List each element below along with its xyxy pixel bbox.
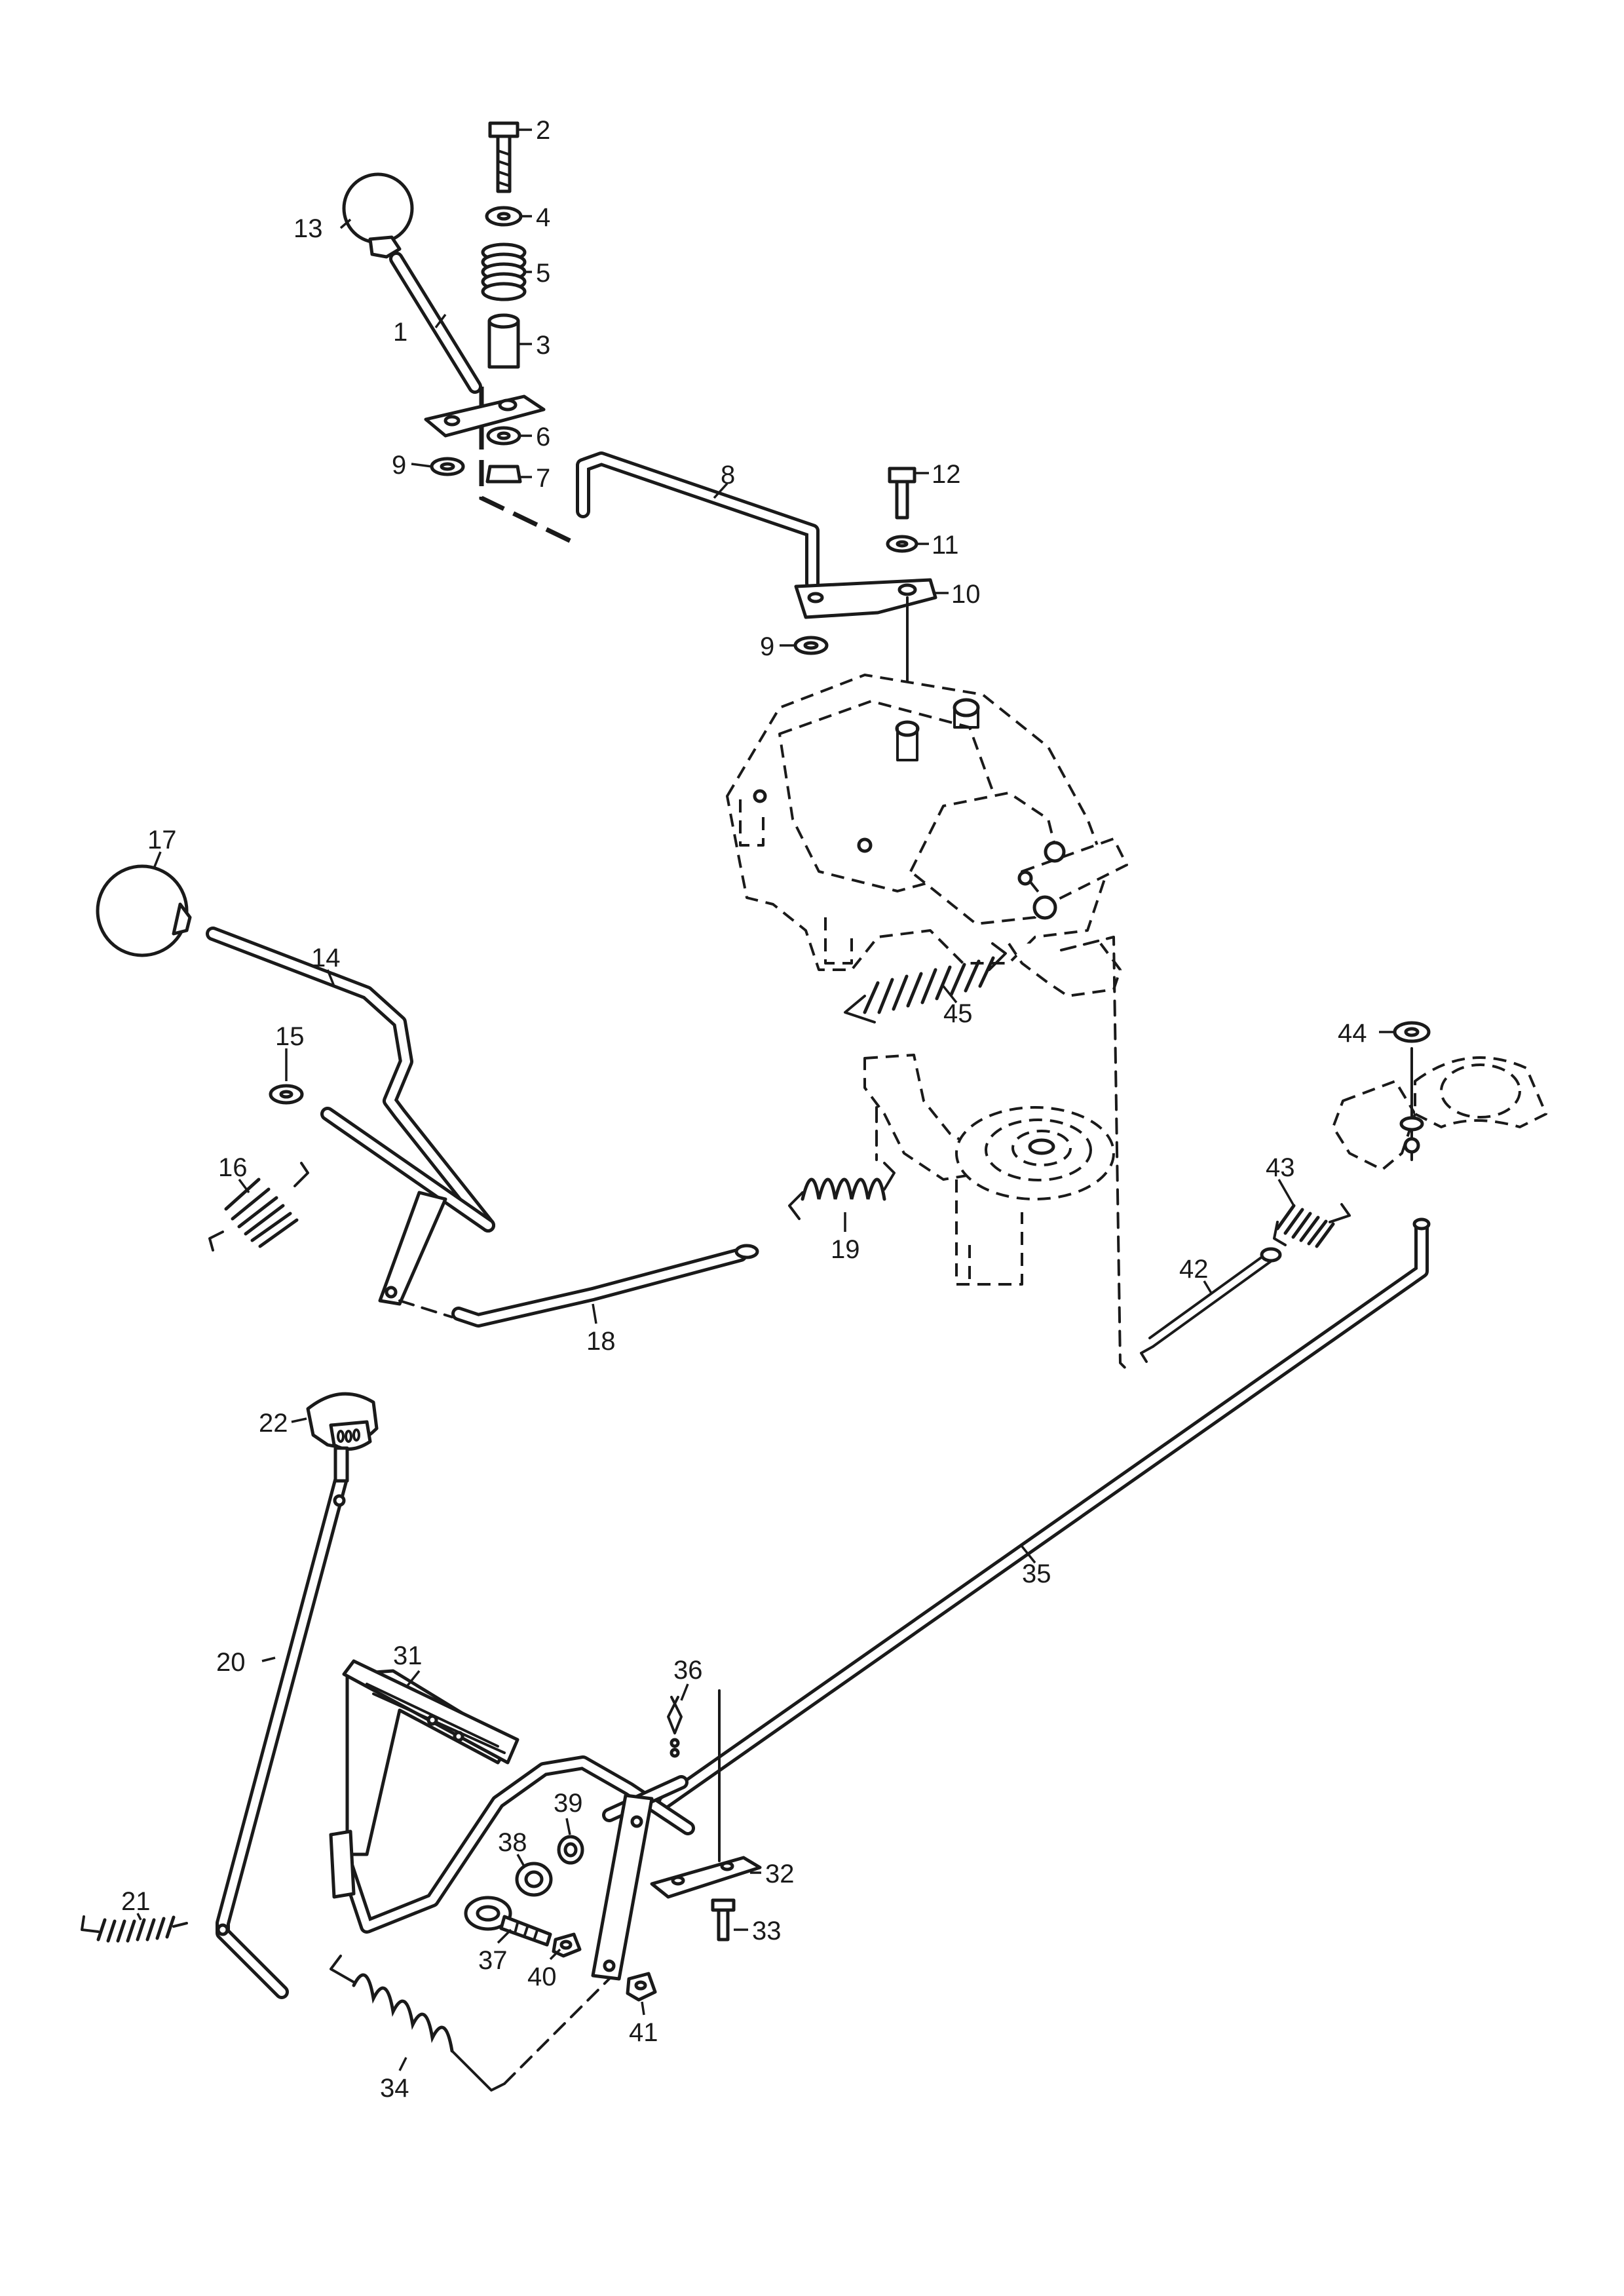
callout-40: 40 [527, 1962, 557, 1991]
callout-20: 20 [216, 1648, 246, 1677]
callout-39: 39 [554, 1789, 583, 1818]
pedal-31-pad [342, 1659, 519, 1765]
callout-45: 45 [943, 999, 973, 1028]
bushing-38 [515, 1862, 553, 1897]
callout-1: 1 [393, 318, 407, 347]
callout-15: 15 [275, 1022, 305, 1051]
rod-35 [658, 1217, 1431, 1809]
callout-37: 37 [478, 1946, 508, 1975]
callout-17: 17 [147, 826, 177, 854]
eyebolt-37 [464, 1896, 552, 1947]
callout-16: 16 [218, 1153, 248, 1182]
callout-4: 4 [536, 203, 550, 232]
spring-19 [788, 1162, 896, 1220]
clip-44 [1393, 1021, 1431, 1043]
callout-42: 42 [1179, 1255, 1209, 1284]
leader-lines [136, 128, 1394, 2071]
shift-knob [342, 172, 414, 244]
callout-9-upper: 9 [392, 451, 406, 480]
callout-10: 10 [951, 580, 981, 609]
lever-bracket-plate [424, 394, 546, 438]
knob-17 [96, 864, 189, 957]
bracket-right [1332, 1047, 1547, 1171]
callout-41: 41 [629, 2018, 658, 2047]
callout-7: 7 [536, 464, 550, 493]
callout-14: 14 [311, 944, 341, 972]
lever-14 [96, 864, 495, 1318]
callout-44: 44 [1338, 1019, 1367, 1048]
screw-33 [711, 1898, 736, 1942]
washer-15 [269, 1084, 304, 1105]
nut-7 [485, 465, 522, 484]
callout-21: 21 [121, 1887, 151, 1916]
callout-36: 36 [673, 1656, 703, 1685]
callout-35: 35 [1022, 1559, 1051, 1588]
lever-14-arm [378, 1191, 447, 1306]
knob-22 [306, 1392, 379, 1483]
callout-22: 22 [259, 1409, 288, 1438]
pin-36 [667, 1696, 683, 1734]
transaxle-housing [726, 674, 1128, 997]
nut-41 [626, 1972, 657, 2002]
callout-11: 11 [932, 531, 959, 560]
shift-rod-8 [576, 451, 820, 590]
pedal-arm-lower [591, 1793, 654, 1981]
rod-18 [451, 1244, 759, 1328]
callout-3: 3 [536, 331, 550, 360]
control-rod-20 [216, 1474, 348, 1999]
callout-labels: 1 2 3 4 5 6 7 8 9 9 10 11 12 13 14 15 16… [121, 116, 1367, 2103]
callout-13: 13 [293, 214, 323, 243]
spring-5 [481, 242, 527, 301]
callout-9-lower: 9 [760, 632, 774, 661]
bracket-32 [650, 1689, 762, 1899]
callout-5: 5 [536, 259, 550, 288]
spring-16 [208, 1162, 309, 1252]
rod-42 [1140, 1247, 1282, 1363]
callout-38: 38 [498, 1828, 527, 1857]
callout-43: 43 [1266, 1153, 1295, 1182]
transaxle-link-dashed [1060, 936, 1128, 1371]
spring-43 [1273, 1203, 1351, 1248]
spring-34 [330, 1955, 611, 2092]
callout-34: 34 [380, 2074, 409, 2103]
idler-pulley-bracket [863, 1054, 1115, 1286]
spring-21 [81, 1915, 188, 1943]
pedal-assembly [329, 1659, 695, 1981]
callout-12: 12 [932, 460, 961, 489]
shift-arm-10 [793, 467, 937, 729]
callout-19: 19 [831, 1235, 860, 1264]
callout-33: 33 [752, 1917, 782, 1945]
callout-2: 2 [536, 116, 550, 145]
bolt-12 [888, 467, 916, 484]
bolt-2 [488, 121, 519, 138]
callout-31: 31 [393, 1641, 423, 1670]
callout-32: 32 [765, 1860, 795, 1888]
callout-6: 6 [536, 423, 550, 451]
spring-45 [844, 942, 1007, 1024]
callout-8: 8 [721, 461, 735, 489]
bushing-39 [557, 1835, 584, 1865]
callout-18: 18 [586, 1327, 616, 1356]
